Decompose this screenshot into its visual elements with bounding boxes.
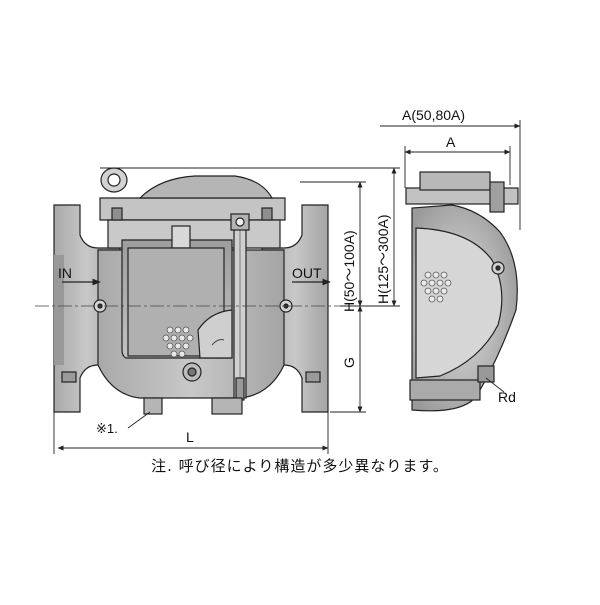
bonnet [99, 197, 286, 221]
dimension-l-label: L [186, 429, 194, 445]
outlet-label: OUT [292, 265, 322, 281]
dimension-h-large-label: H(125～300A) [375, 215, 391, 305]
rd-label: Rd [498, 389, 516, 405]
front-view [53, 167, 329, 415]
dimension-h-small-label: H(50～100A) [341, 230, 357, 312]
dimension-g-label: G [341, 357, 357, 368]
perforation-holes [162, 326, 194, 358]
dimension-a-small-label: A(50,80A) [402, 107, 465, 123]
inlet-label: IN [58, 265, 72, 281]
side-view [405, 171, 519, 412]
dimension-lines [53, 120, 521, 454]
structure-note: 注. 呼び径により構造が多少異なります。 [151, 457, 449, 475]
reference-mark-label: ※1. [96, 421, 118, 436]
dimension-a-label: A [446, 134, 456, 150]
